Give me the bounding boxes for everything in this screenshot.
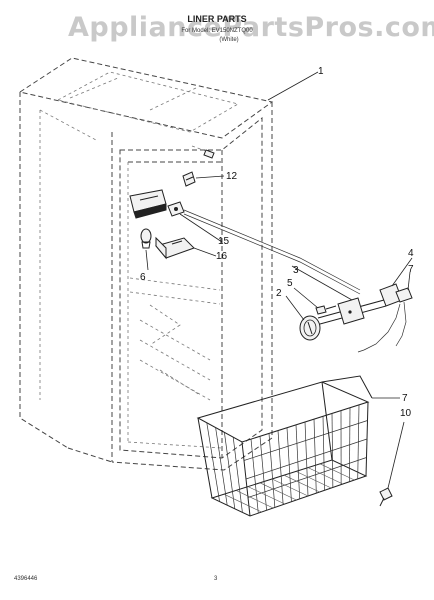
basket-floor-wire — [307, 467, 343, 485]
cabinet-outline — [18, 57, 274, 471]
basket-floor-wire — [259, 482, 297, 501]
basket-wire — [232, 437, 243, 513]
callout-15: 15 — [218, 236, 230, 247]
doc-number: 4396446 — [14, 576, 38, 582]
part-7-basket — [196, 375, 373, 517]
callout-1: 1 — [318, 66, 324, 77]
leader-5 — [293, 287, 319, 309]
leader-3 — [291, 265, 353, 301]
callout-12: 12 — [226, 171, 238, 182]
part-16-shield — [155, 236, 195, 260]
basket-wire — [206, 422, 220, 502]
leader-1 — [267, 71, 319, 101]
model-line: For Model: EV150NZTQ00 — [181, 28, 253, 34]
basket-floor-wire — [223, 493, 262, 513]
part-screw-top — [203, 149, 215, 159]
basket-wire-grid — [206, 404, 368, 514]
basket-rung — [245, 438, 368, 480]
callout-14: 6 — [140, 272, 146, 283]
basket-floor-wire — [295, 471, 332, 489]
color-line: (White) — [219, 37, 238, 43]
callout-7: 7 — [402, 393, 408, 404]
callout-16: 16 — [216, 251, 228, 262]
callout-2: 2 — [276, 288, 282, 299]
leader-10 — [387, 421, 405, 489]
leader-12 — [195, 175, 225, 179]
callout-3: 3 — [293, 265, 299, 276]
diagram-title: LINER PARTS — [187, 14, 246, 24]
callout-6: 7 — [408, 264, 414, 275]
part-thermostat-assembly — [317, 283, 413, 353]
basket-floor-wire — [283, 474, 320, 493]
leader-16 — [193, 247, 217, 257]
basket-rung — [243, 420, 368, 461]
basket-floor-wire — [247, 486, 285, 505]
basket-rung — [247, 457, 367, 498]
basket-floor-wire — [319, 463, 355, 481]
part-15-socket — [167, 201, 361, 295]
part-12-clip — [182, 171, 196, 187]
leader-6 — [407, 271, 411, 291]
callout-4: 4 — [408, 248, 414, 259]
basket-floor-wire — [235, 490, 274, 509]
callout-10: 10 — [400, 408, 412, 419]
part-2-knob — [299, 315, 321, 341]
watermark-text: AppliancePartsPros.com — [68, 12, 434, 43]
part-5-screw — [315, 305, 337, 315]
part-light-housing — [129, 189, 167, 219]
callout-5: 5 — [287, 278, 293, 289]
part-10-screw — [379, 487, 393, 507]
page-number: 3 — [214, 576, 218, 582]
leader-2 — [285, 295, 305, 321]
basket-wire — [224, 432, 236, 509]
leader-14 — [145, 249, 149, 271]
basket-floor-wire — [271, 478, 309, 497]
basket-wire — [215, 427, 228, 506]
leader-4 — [391, 257, 413, 287]
part-14-bulb — [140, 228, 152, 249]
leader-15 — [179, 213, 223, 243]
